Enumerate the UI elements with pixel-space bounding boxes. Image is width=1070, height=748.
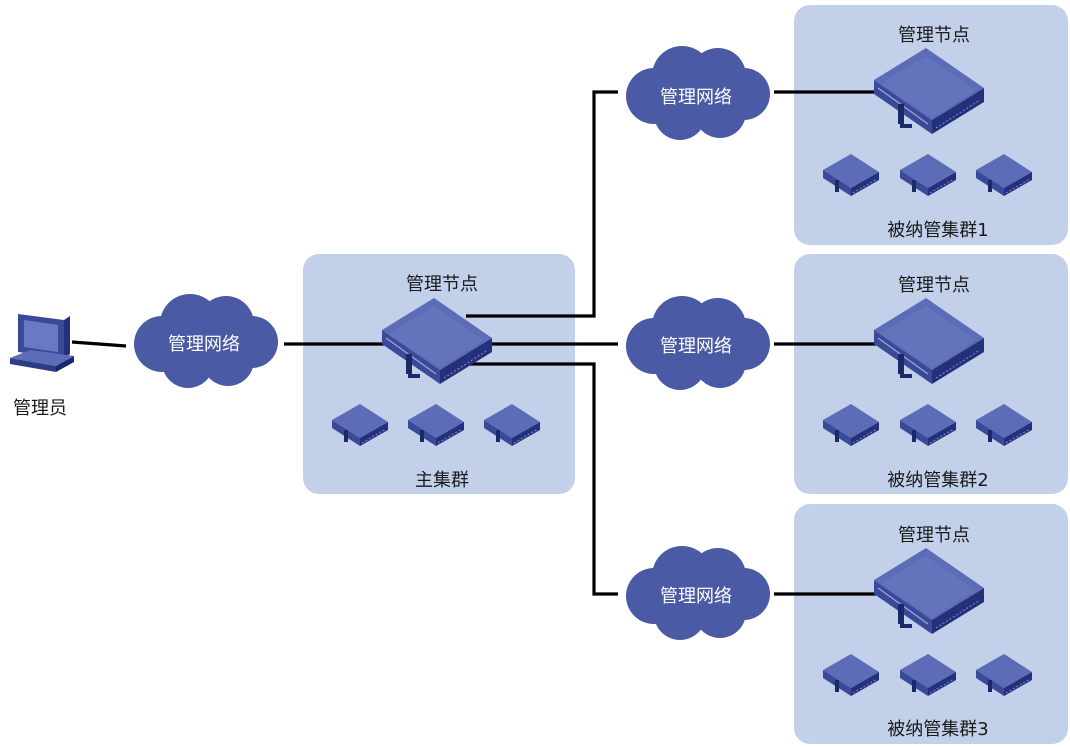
cluster3-node-label: 管理节点 — [898, 525, 970, 546]
main-cluster-label: 主集群 — [415, 470, 469, 491]
cluster1-name-label: 被纳管集群1 — [887, 220, 988, 241]
connection-lines — [71, 90, 876, 596]
wire-admin-to-network — [71, 340, 127, 348]
cluster3-network-label: 管理网络 — [660, 586, 732, 607]
admin-computer-icon — [10, 314, 74, 372]
cluster1-node-label: 管理节点 — [898, 25, 970, 46]
cluster2-node-label: 管理节点 — [898, 275, 970, 296]
admin-network-label: 管理网络 — [168, 334, 240, 355]
cluster1-network-label: 管理网络 — [660, 87, 732, 108]
cluster3-name-label: 被纳管集群3 — [887, 719, 988, 740]
wire-main-to-cluster3-network — [466, 362, 618, 596]
cluster2-name-label: 被纳管集群2 — [887, 470, 988, 491]
cluster2-network-label: 管理网络 — [660, 336, 732, 357]
wire-main-to-cluster1-network — [466, 90, 618, 318]
admin-label: 管理员 — [13, 398, 67, 419]
main-node-label: 管理节点 — [406, 274, 478, 295]
